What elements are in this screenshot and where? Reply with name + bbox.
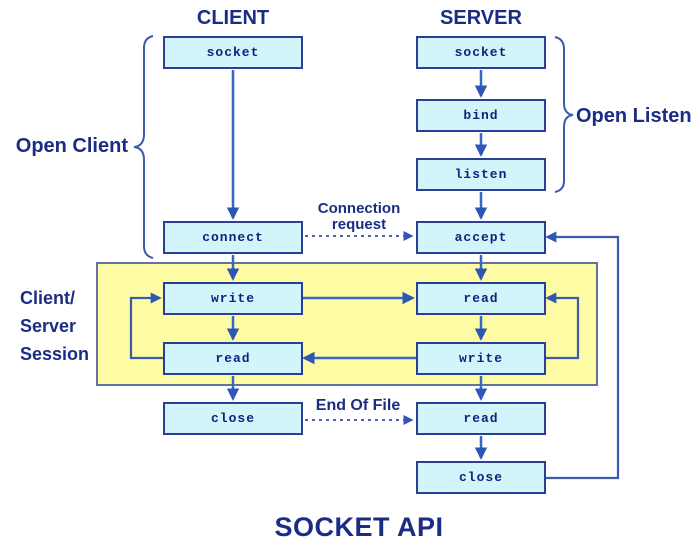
open-client-brace (133, 35, 154, 259)
client-write-box: write (163, 282, 303, 315)
connection-request-line2: request (331, 216, 387, 233)
server-bind-box: bind (416, 99, 546, 132)
server-read-box: read (416, 282, 546, 315)
end-of-file-label: End Of File (315, 397, 401, 414)
session-label: Client/ Server Session (20, 284, 89, 368)
loop-client-read-to-write (129, 292, 163, 360)
loop-server-close-to-accept (544, 231, 620, 480)
server-accept-box: accept (416, 221, 546, 254)
server-listen-box: listen (416, 158, 546, 191)
client-close-box: close (163, 402, 303, 435)
server-close-box: close (416, 461, 546, 494)
open-client-label: Open Client (15, 135, 128, 157)
loop-server-write-to-read (544, 292, 580, 360)
client-socket-box: socket (163, 36, 303, 69)
client-connect-box: connect (163, 221, 303, 254)
client-read-box: read (163, 342, 303, 375)
open-listen-brace (554, 36, 574, 193)
server-socket-box: socket (416, 36, 546, 69)
session-label-line1: Client/ (20, 288, 76, 308)
server-read2-box: read (416, 402, 546, 435)
diagram-title: SOCKET API (274, 512, 444, 542)
server-write-box: write (416, 342, 546, 375)
connection-request-line1: Connection (317, 200, 401, 217)
client-column-header: CLIENT (196, 7, 270, 29)
connection-request-label: Connection request (300, 201, 418, 233)
server-column-header: SERVER (440, 7, 522, 29)
session-label-line3: Session (20, 344, 90, 364)
open-listen-label: Open Listen (576, 105, 692, 127)
session-label-line2: Server (20, 316, 77, 336)
